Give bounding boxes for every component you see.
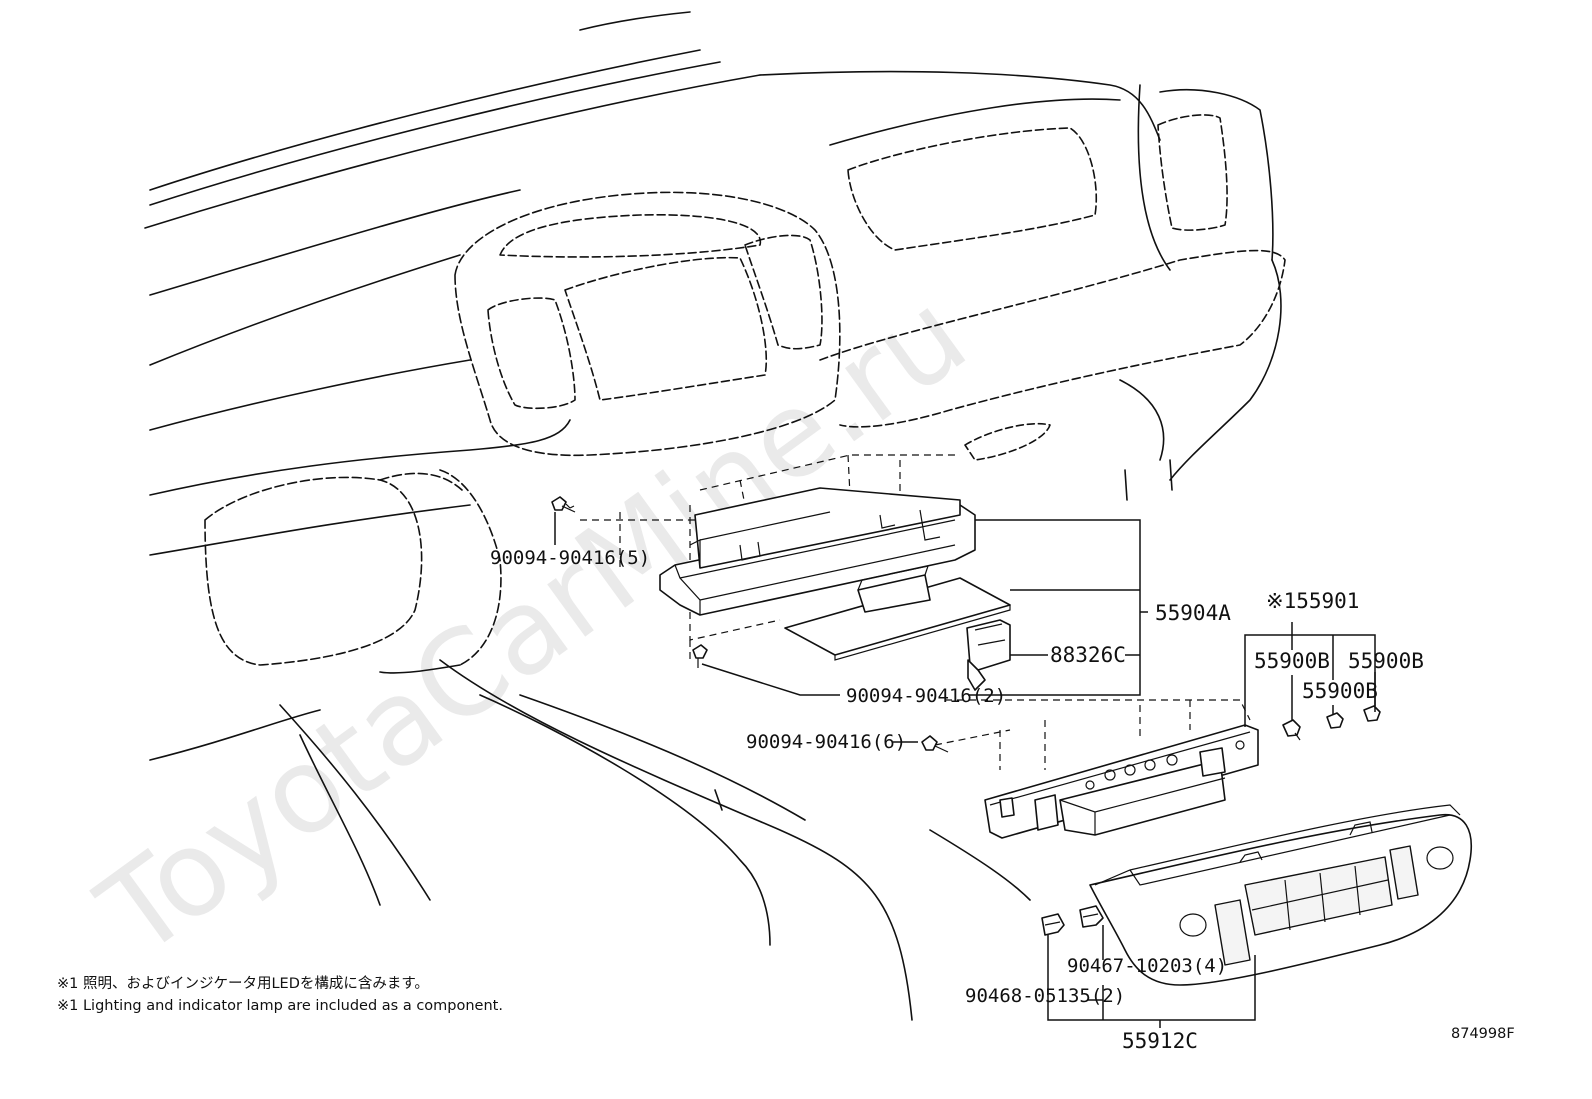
bulb-icon bbox=[1363, 705, 1381, 722]
part-label-55904A: 55904A bbox=[1155, 601, 1231, 625]
part-label-90094-90416-2: 90094-90416(2) bbox=[846, 685, 1006, 707]
connector-88326C bbox=[966, 619, 1011, 691]
control-unit-board bbox=[984, 724, 1259, 839]
circuit-board bbox=[784, 565, 1011, 661]
dashed-guides bbox=[580, 454, 1251, 770]
part-label-55901: ※155901 bbox=[1266, 589, 1359, 613]
part-label-55900B-right: 55900B bbox=[1348, 649, 1424, 673]
dash-right-panels bbox=[819, 114, 1286, 461]
screw-icon bbox=[692, 644, 708, 668]
part-label-88326C: 88326C bbox=[1050, 643, 1126, 667]
part-label-90468-05135-2: 90468-05135(2) bbox=[965, 985, 1125, 1007]
note-english: ※1 Lighting and indicator lamp are inclu… bbox=[57, 998, 503, 1014]
part-label-55900B-center: 55900B bbox=[1302, 679, 1378, 703]
part-label-55912C: 55912C bbox=[1122, 1029, 1198, 1053]
clip-icon bbox=[1041, 913, 1065, 936]
control-bezel-55912C bbox=[1089, 804, 1472, 986]
leader-lines bbox=[554, 512, 1376, 1028]
radio-bracket-55904A bbox=[659, 487, 976, 616]
center-bezel bbox=[454, 191, 841, 457]
left-vent bbox=[204, 469, 502, 674]
bulb-icon bbox=[1282, 719, 1301, 741]
part-label-55900B-left: 55900B bbox=[1254, 649, 1330, 673]
screw-icon bbox=[551, 496, 576, 513]
part-label-90467-10203-4: 90467-10203(4) bbox=[1067, 955, 1227, 977]
dashboard-outline bbox=[144, 11, 1282, 1021]
part-label-90094-90416-6: 90094-90416(6) bbox=[746, 731, 906, 753]
bulb-icon bbox=[1326, 712, 1344, 729]
figure-id: 874998F bbox=[1451, 1026, 1515, 1042]
note-japanese: ※1 照明、およびインジケータ用LEDを構成に含みます。 bbox=[57, 975, 429, 992]
part-label-90094-90416-5: 90094-90416(5) bbox=[490, 547, 650, 569]
screw-icon bbox=[921, 735, 949, 753]
clip-icon bbox=[1079, 905, 1104, 928]
